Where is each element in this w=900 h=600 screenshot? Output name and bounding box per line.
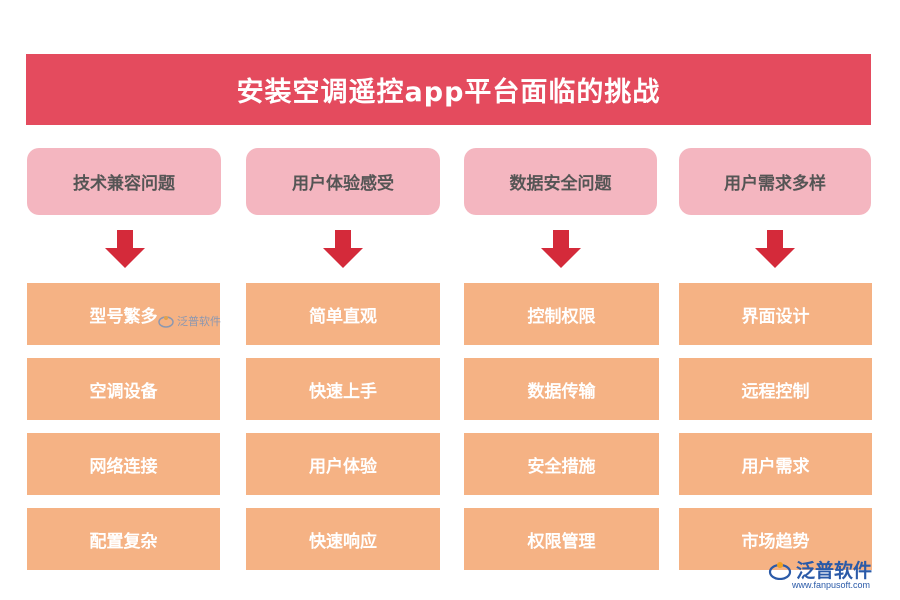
item-box: 数据传输 — [464, 358, 659, 420]
item-box: 简单直观 — [246, 283, 440, 345]
item-box: 快速响应 — [246, 508, 440, 570]
arrow-down-icon — [541, 230, 581, 268]
arrow-down-icon — [755, 230, 795, 268]
item-box: 快速上手 — [246, 358, 440, 420]
column-header: 用户需求多样 — [679, 148, 871, 215]
fanpu-logo-icon — [158, 316, 174, 328]
item-box: 配置复杂 — [27, 508, 220, 570]
arrow-down-icon — [105, 230, 145, 268]
arrow-down-icon — [323, 230, 363, 268]
item-box: 市场趋势 — [679, 508, 872, 570]
item-box: 界面设计 — [679, 283, 872, 345]
fanpu-logo-icon — [768, 561, 792, 580]
item-box: 用户需求 — [679, 433, 872, 495]
item-box: 网络连接 — [27, 433, 220, 495]
item-box: 控制权限 — [464, 283, 659, 345]
title-banner: 安装空调遥控app平台面临的挑战 — [26, 54, 871, 125]
item-box: 远程控制 — [679, 358, 872, 420]
item-box: 空调设备 — [27, 358, 220, 420]
item-box: 权限管理 — [464, 508, 659, 570]
watermark-logo: 泛普软件 — [768, 556, 872, 583]
item-box: 用户体验 — [246, 433, 440, 495]
column-header: 数据安全问题 — [464, 148, 657, 215]
item-box: 型号繁多 — [27, 283, 220, 345]
column-header: 技术兼容问题 — [27, 148, 221, 215]
diagram-title: 安装空调遥控app平台面临的挑战 — [236, 77, 661, 108]
watermark-small: 泛普软件 — [158, 313, 221, 329]
column-header: 用户体验感受 — [246, 148, 440, 215]
item-box: 安全措施 — [464, 433, 659, 495]
watermark-url: www.fanpusoft.com — [792, 580, 871, 590]
